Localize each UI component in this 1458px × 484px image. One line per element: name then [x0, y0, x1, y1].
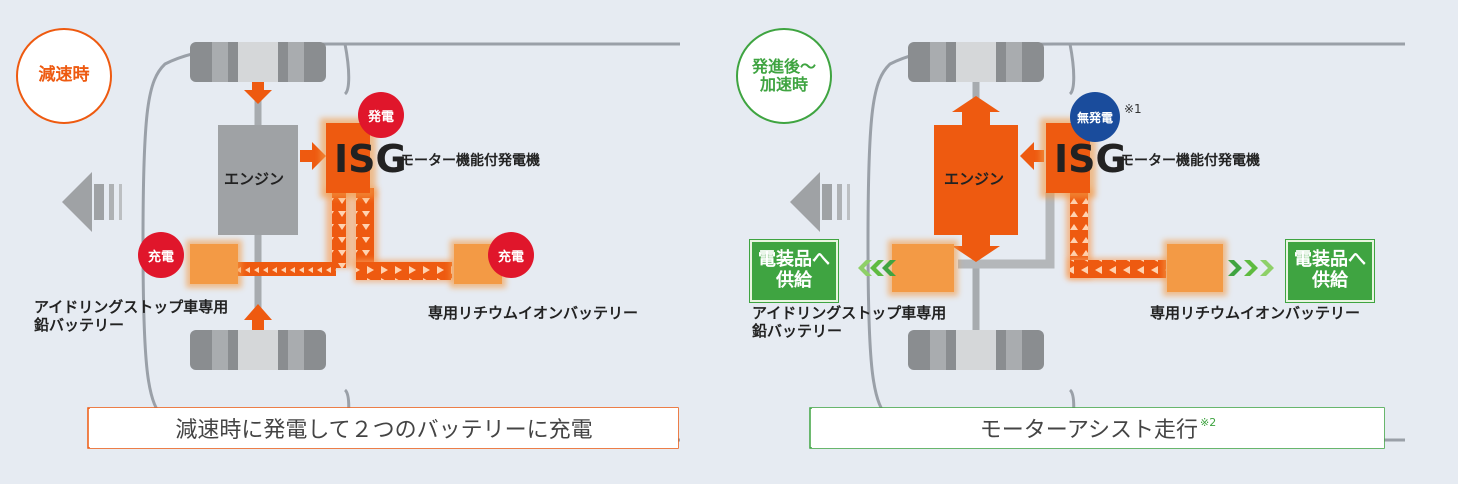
lithium-battery-right — [1167, 244, 1223, 292]
front-tire — [190, 42, 326, 82]
phase-acceleration-circle: 発進後～ 加速時 — [736, 28, 832, 124]
isg-label: ISG — [334, 137, 407, 181]
isg-description-right: モーター機能付発電機 — [1120, 153, 1260, 169]
supply-right-line-2: 供給 — [1312, 270, 1348, 291]
lead-battery-label-right-1: アイドリングストップ車専用 — [752, 304, 947, 322]
direction-arrow-icon-right — [790, 172, 850, 232]
lead-battery-power-line — [958, 192, 1055, 269]
supply-box-right: 電装品へ 供給 — [1286, 240, 1374, 302]
engine-label-right: エンジン — [944, 170, 1005, 188]
discharge-flow — [1066, 188, 1168, 280]
lithium-charge-badge: 充電 — [488, 232, 534, 278]
isg-no-generate-badge: 無発電 — [1070, 92, 1120, 142]
supply-left-line-2: 供給 — [776, 270, 812, 291]
lead-battery-right — [892, 244, 954, 292]
phase-deceleration-label: 減速時 — [38, 65, 90, 86]
right-caption-text: モーターアシスト走行 — [979, 418, 1199, 443]
front-wheel-energy-arrow-icon — [244, 82, 272, 104]
lead-battery — [190, 244, 238, 284]
right-caption-note: ※2 — [1200, 415, 1217, 429]
engine-label: エンジン — [224, 170, 285, 188]
engine-down-arrow-icon — [952, 232, 1000, 262]
isg-to-engine-arrow-icon — [1020, 142, 1044, 170]
engine-block — [218, 125, 298, 235]
isg-description: モーター機能付発電機 — [400, 153, 540, 169]
rear-wheel-energy-arrow-icon — [244, 304, 272, 330]
supply-right-line-1: 電装品へ — [1294, 249, 1366, 271]
rear-tire — [190, 330, 326, 370]
lithium-battery-label: 専用リチウムイオンバッテリー — [428, 304, 639, 322]
front-tire-right — [908, 42, 1044, 82]
lead-battery-label-2: 鉛バッテリー — [34, 316, 125, 334]
right-caption: モーターアシスト走行 ※2 — [812, 408, 1384, 448]
isg-label-right: ISG — [1054, 137, 1127, 181]
lead-battery-label-1: アイドリングストップ車専用 — [34, 298, 229, 316]
left-caption-text: 減速時に発電して２つのバッテリーに充電 — [175, 418, 593, 443]
rear-tire-right — [908, 330, 1044, 370]
lead-battery-label-right-2: 鉛バッテリー — [752, 322, 843, 340]
direction-arrow-icon — [62, 172, 122, 232]
phase-deceleration-circle: 減速時 — [16, 28, 112, 124]
charge-flow — [236, 188, 454, 282]
left-caption: 減速時に発電して２つのバッテリーに充電 — [90, 408, 678, 448]
phase-acceleration-label-1: 発進後～ — [751, 56, 816, 76]
phase-acceleration-label-2: 加速時 — [759, 75, 808, 94]
car-fender-front-right — [1068, 43, 1076, 96]
engine-to-isg-arrow-icon — [300, 142, 326, 170]
engine-block-assist — [934, 125, 1018, 235]
isg-unit — [326, 123, 370, 193]
supply-chevrons-right-icon — [1228, 260, 1274, 276]
isg-note: ※1 — [1124, 102, 1142, 116]
supply-box-left: 電装品へ 供給 — [750, 240, 838, 302]
supply-left-line-1: 電装品へ — [758, 249, 830, 271]
engine-up-arrow-icon — [952, 96, 1000, 125]
lead-charge-badge: 充電 — [138, 232, 184, 278]
lithium-battery-label-right: 専用リチウムイオンバッテリー — [1150, 304, 1361, 322]
left-panel — [62, 42, 680, 449]
supply-chevrons-left-icon — [858, 260, 896, 276]
isg-generate-badge: 発電 — [358, 92, 404, 138]
car-fender-front — [343, 43, 351, 96]
